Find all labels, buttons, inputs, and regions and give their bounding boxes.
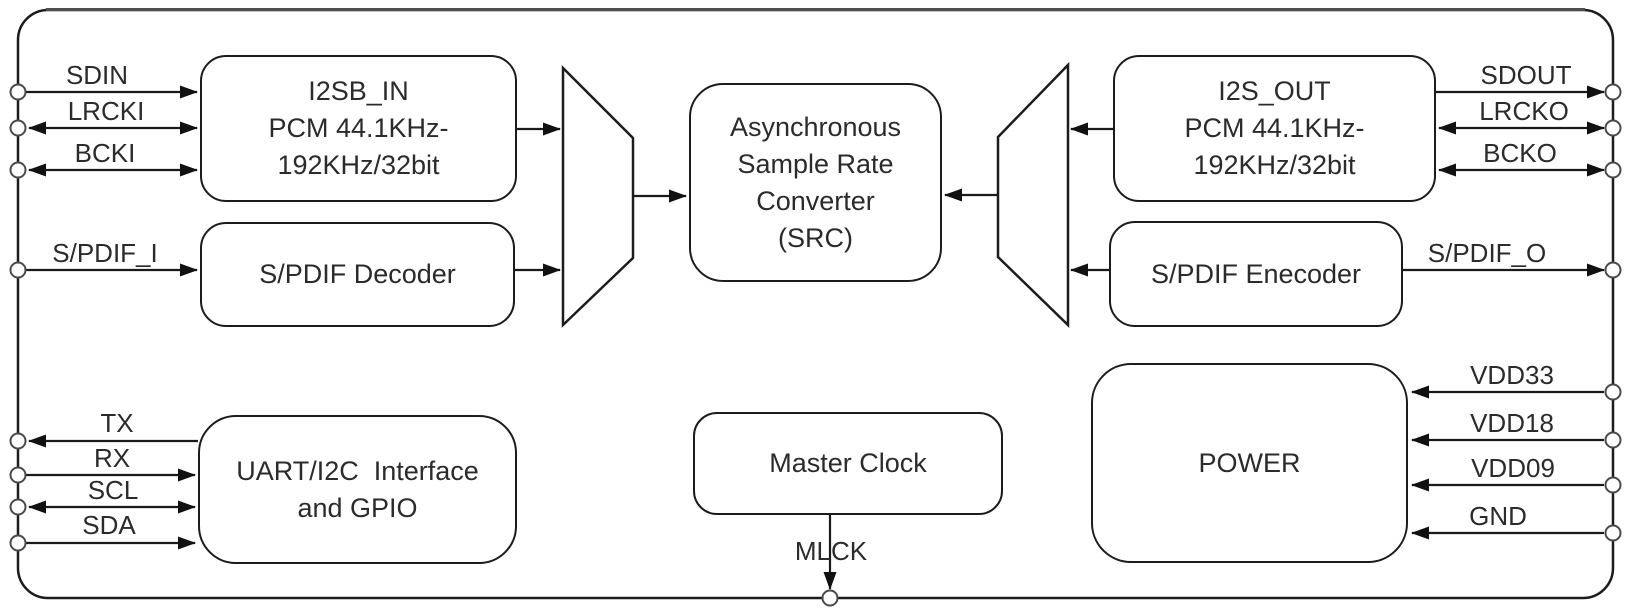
block-uart-i2c-gpio: UART/I2C Interface and GPIO xyxy=(198,415,517,564)
block-power: POWER xyxy=(1091,363,1408,563)
block-spdif-encoder: S/PDIF Enecoder xyxy=(1109,221,1403,327)
pin-label-sdin: SDIN xyxy=(65,60,129,90)
pin-label-scl: SCL xyxy=(87,475,139,505)
block-i2s-in-label: PCM 44.1KHz- xyxy=(268,113,449,143)
pin-terminal-vdd33 xyxy=(1604,383,1622,401)
pin-terminal-lrcki xyxy=(9,119,27,137)
pin-terminal-lrcko xyxy=(1604,119,1622,137)
pin-label-gnd: GND xyxy=(1469,501,1527,531)
pin-label-sda: SDA xyxy=(82,510,136,540)
block-master-clock-label: Master Clock xyxy=(769,448,927,478)
pin-label-spdif-i: S/PDIF_I xyxy=(52,238,158,268)
block-power-label: POWER xyxy=(1198,447,1301,478)
pin-terminal-bcki xyxy=(9,161,27,179)
pin-label-vdd18: VDD18 xyxy=(1470,408,1554,438)
pin-terminal-sdin xyxy=(9,83,27,101)
pin-terminal-spdif-o xyxy=(1604,261,1622,279)
block-sample-rate-converter: Asynchronous Sample Rate Converter (SRC) xyxy=(689,83,942,282)
block-src-label: Converter xyxy=(756,185,875,216)
pin-label-spdif-o: S/PDIF_O xyxy=(1427,238,1547,268)
block-uart-label: and GPIO xyxy=(297,492,418,523)
pin-terminal-gnd xyxy=(1604,524,1622,542)
pin-label-lrcko: LRCKO xyxy=(1479,96,1569,126)
pin-terminal-tx xyxy=(9,432,27,450)
pin-terminals xyxy=(9,83,1622,607)
pin-terminal-bcko xyxy=(1604,161,1622,179)
block-i2s-in: I2SB_IN PCM 44.1KHz- 192KHz/32bit xyxy=(200,55,517,202)
pin-label-vdd09: VDD09 xyxy=(1471,453,1555,483)
pin-terminal-mlck xyxy=(821,589,839,607)
block-master-clock: Master Clock xyxy=(693,412,1003,515)
pin-terminal-vdd09 xyxy=(1604,476,1622,494)
pin-terminal-rx xyxy=(9,466,27,484)
output-mux-shape xyxy=(996,61,1070,328)
pin-terminal-spdif-i xyxy=(9,261,27,279)
block-spdif-decoder-label: S/PDIF Decoder xyxy=(259,259,456,289)
pin-label-rx: RX xyxy=(93,443,131,473)
block-src-label: Sample Rate xyxy=(737,148,894,179)
block-spdif-encoder-label: S/PDIF Enecoder xyxy=(1150,258,1362,289)
block-uart-label: UART/I2C Interface xyxy=(236,455,479,486)
block-i2s-out-label: 192KHz/32bit xyxy=(1193,150,1356,180)
block-i2s-in-label: I2SB_IN xyxy=(308,76,409,106)
block-src-label: Asynchronous xyxy=(729,111,902,142)
pin-label-bcki: BCKI xyxy=(74,138,136,168)
block-spdif-decoder: S/PDIF Decoder xyxy=(200,222,515,327)
pin-terminal-sdout xyxy=(1604,83,1622,101)
block-src-label: (SRC) xyxy=(778,222,853,253)
pin-label-vdd33: VDD33 xyxy=(1470,360,1554,390)
pin-label-lrcki: LRCKI xyxy=(67,96,145,126)
block-i2s-out: I2S_OUT PCM 44.1KHz- 192KHz/32bit xyxy=(1113,55,1436,202)
pin-label-mlck: MLCK xyxy=(794,536,868,566)
pin-terminal-sda xyxy=(9,534,27,552)
input-mux-shape xyxy=(561,64,635,328)
pin-terminal-scl xyxy=(9,498,27,516)
pin-label-sdout: SDOUT xyxy=(1480,60,1572,90)
pin-label-tx: TX xyxy=(100,408,134,438)
block-i2s-out-label: I2S_OUT xyxy=(1218,76,1331,106)
pin-terminal-vdd18 xyxy=(1604,431,1622,449)
pin-label-bcko: BCKO xyxy=(1483,138,1557,168)
block-i2s-in-label: 192KHz/32bit xyxy=(277,150,440,180)
block-i2s-out-label: PCM 44.1KHz- xyxy=(1184,113,1365,143)
